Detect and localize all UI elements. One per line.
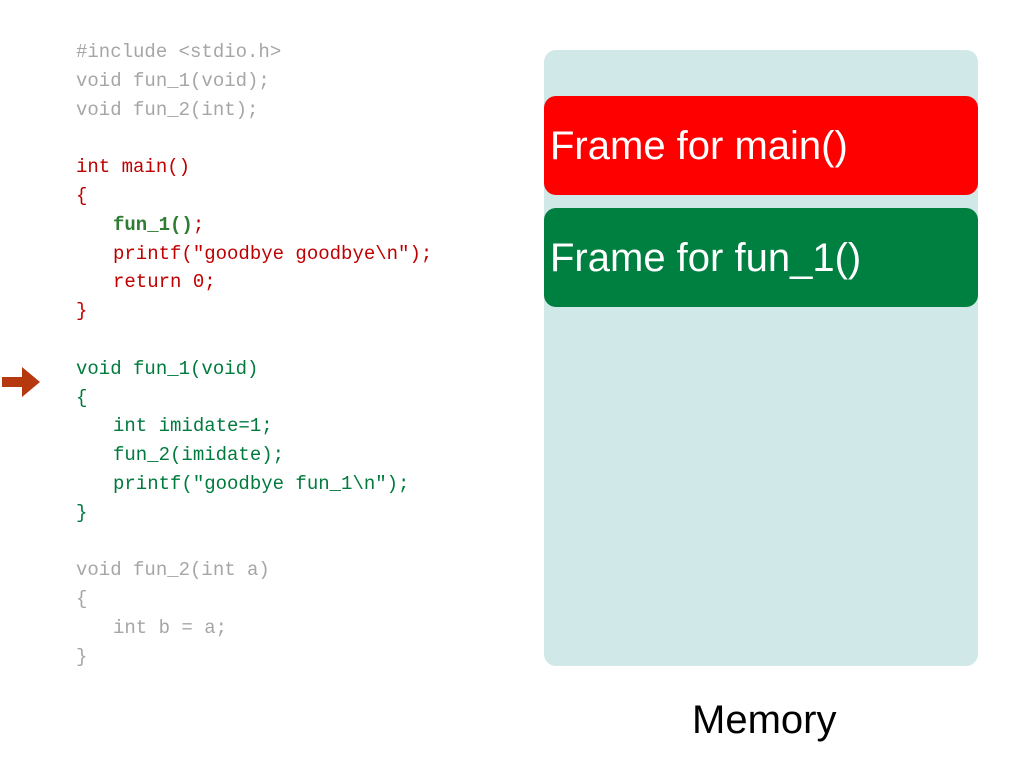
code-line: { <box>76 386 88 409</box>
code-line: { <box>76 184 88 207</box>
code-line: void fun_1(void); <box>76 69 270 92</box>
code-line: void fun_1(void) <box>76 357 259 380</box>
code-line: } <box>76 645 88 668</box>
right-arrow-icon <box>2 367 40 397</box>
memory-label: Memory <box>692 698 837 742</box>
stack-frame-fun-1: Frame for fun_1() <box>544 208 978 307</box>
code-line: int main() <box>76 156 191 179</box>
code-line-blank <box>76 528 432 557</box>
current-call-text: fun_1() <box>113 213 193 236</box>
current-call-semicolon: ; <box>192 213 205 236</box>
code-line: return 0; <box>113 271 216 294</box>
code-line: printf("goodbye goodbye\n"); <box>113 242 433 265</box>
code-line: void fun_2(int a) <box>76 559 270 582</box>
code-line: void fun_2(int); <box>76 98 259 121</box>
code-line: } <box>76 501 88 524</box>
code-line: printf("goodbye fun_1\n"); <box>113 472 410 495</box>
stack-frame-main: Frame for main() <box>544 96 978 195</box>
code-line-blank <box>76 326 432 355</box>
code-line: int b = a; <box>113 616 228 639</box>
code-line: #include <stdio.h> <box>76 41 282 63</box>
code-line-current-call: fun_1(); <box>76 211 432 240</box>
code-line: { <box>76 588 88 611</box>
code-line: fun_2(imidate); <box>113 444 285 467</box>
code-line-blank <box>76 124 432 153</box>
code-line: } <box>76 300 88 323</box>
code-listing: #include <stdio.h>void fun_1(void);void … <box>76 38 432 672</box>
code-line: int imidate=1; <box>113 415 273 438</box>
